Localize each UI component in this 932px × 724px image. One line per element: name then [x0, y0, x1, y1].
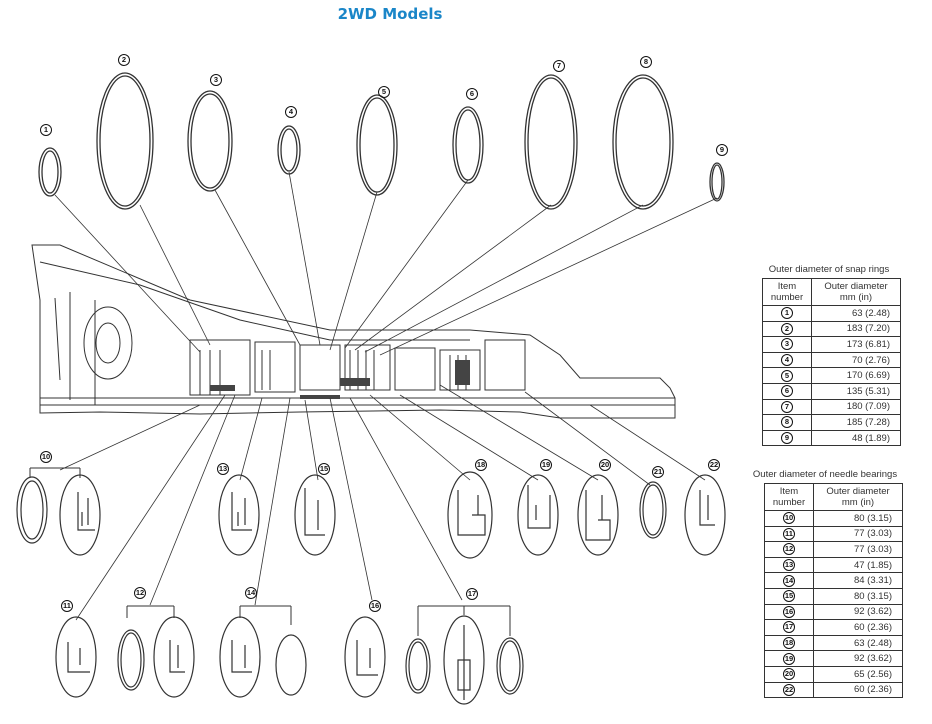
bearing-19-detail: [517, 474, 559, 556]
bearing-10-detail: [59, 474, 101, 556]
callout-2: 2: [118, 54, 130, 66]
bearing-10-ring: [16, 476, 48, 544]
needle-bearing-header-diam: Outer diameter mm (in): [813, 483, 903, 511]
bearing-14-ring: [275, 634, 307, 696]
callout-11: 11: [61, 600, 73, 612]
callout-13: 13: [217, 463, 229, 475]
needle-bearing-table-caption: Outer diameter of needle bearings: [752, 469, 898, 480]
needle-bearing-table: Outer diameter of needle bearings Item n…: [747, 469, 903, 699]
bearing-17-ring-right: [496, 637, 524, 695]
bearing-17-ring-left: [405, 638, 431, 694]
transmission-cross-section: [31, 244, 676, 419]
callout-18: 18: [475, 459, 487, 471]
snap-ring-header-diam: Outer diameter mm (in): [811, 278, 901, 306]
bearing-12-ring: [117, 629, 145, 691]
callout-10: 10: [40, 451, 52, 463]
callout-21: 21: [652, 466, 664, 478]
bearing-21-ring: [639, 481, 667, 539]
bearing-17-detail: [443, 615, 485, 705]
callout-20: 20: [599, 459, 611, 471]
callout-19: 19: [540, 459, 552, 471]
callout-17: 17: [466, 588, 478, 600]
snap-ring-1: [38, 147, 62, 197]
callout-14: 14: [245, 587, 257, 599]
snap-ring-2: [96, 72, 154, 210]
bearing-15-detail: [294, 474, 336, 556]
callout-6: 6: [466, 88, 478, 100]
callout-8: 8: [640, 56, 652, 68]
callout-16: 16: [369, 600, 381, 612]
snap-ring-header-item: Item number: [762, 278, 812, 306]
snap-ring-6: [452, 106, 484, 184]
snap-ring-9: [709, 162, 725, 202]
callout-3: 3: [210, 74, 222, 86]
bearing-12-detail: [153, 616, 195, 698]
callout-7: 7: [553, 60, 565, 72]
bearing-16-detail: [344, 616, 386, 698]
callout-9: 9: [716, 144, 728, 156]
callout-15: 15: [318, 463, 330, 475]
callout-12: 12: [134, 587, 146, 599]
bearing-18-detail: [447, 471, 493, 559]
bearing-11-detail: [55, 616, 97, 698]
callout-22: 22: [708, 459, 720, 471]
page-title: 2WD Models: [337, 5, 443, 23]
callout-1: 1: [40, 124, 52, 136]
bearing-22-detail: [684, 474, 726, 556]
snap-ring-table-caption: Outer diameter of snap rings: [768, 264, 890, 275]
needle-bearing-header-item: Item number: [764, 483, 814, 511]
bearing-14-detail: [219, 616, 261, 698]
snap-ring-8: [612, 74, 674, 210]
snap-ring-7: [524, 74, 578, 210]
callout-5: 5: [378, 86, 390, 98]
bearing-13-detail: [218, 474, 260, 556]
snap-ring-5: [356, 94, 398, 196]
callout-4: 4: [285, 106, 297, 118]
bearing-20-detail: [577, 474, 619, 556]
snap-ring-3: [187, 90, 233, 192]
snap-ring-table: Outer diameter of snap rings Item number…: [757, 264, 901, 447]
